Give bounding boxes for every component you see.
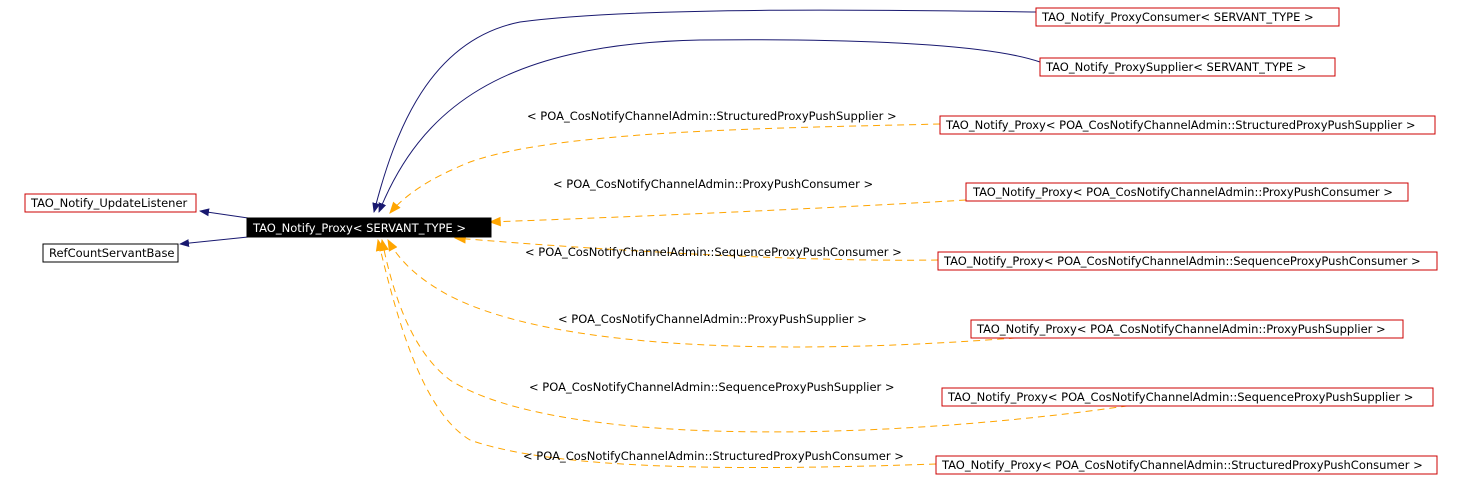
edge-proxy-consumer-to-focus <box>372 9 1037 213</box>
node-update-listener-label: TAO_Notify_UpdateListener <box>30 196 188 210</box>
label-push-supplier: < POA_CosNotifyChannelAdmin::ProxyPushSu… <box>558 312 867 326</box>
edge-structured-push-consumer-to-focus <box>375 238 937 469</box>
node-proxy-supplier-label: TAO_Notify_ProxySupplier< SERVANT_TYPE > <box>1045 60 1306 74</box>
node-structured-push-supplier[interactable]: TAO_Notify_Proxy< POA_CosNotifyChannelAd… <box>939 115 1436 135</box>
node-proxy-supplier[interactable]: TAO_Notify_ProxySupplier< SERVANT_TYPE > <box>1039 57 1336 77</box>
edge-sequence-push-consumer-to-focus <box>453 234 939 261</box>
node-proxy-consumer[interactable]: TAO_Notify_ProxyConsumer< SERVANT_TYPE > <box>1035 7 1340 27</box>
node-focus-label: TAO_Notify_Proxy< SERVANT_TYPE > <box>252 221 466 235</box>
node-structured-push-consumer[interactable]: TAO_Notify_Proxy< POA_CosNotifyChannelAd… <box>935 455 1438 475</box>
label-sequence-push-consumer: < POA_CosNotifyChannelAdmin::SequencePro… <box>525 245 902 259</box>
edge-push-consumer-to-focus <box>488 199 967 227</box>
node-push-consumer[interactable]: TAO_Notify_Proxy< POA_CosNotifyChannelAd… <box>965 182 1409 202</box>
inherit-edges <box>179 9 1041 248</box>
template-edges <box>375 123 1141 469</box>
node-focus: TAO_Notify_Proxy< SERVANT_TYPE > <box>246 217 492 238</box>
node-sequence-push-consumer-label: TAO_Notify_Proxy< POA_CosNotifyChannelAd… <box>943 254 1421 268</box>
node-sequence-push-supplier[interactable]: TAO_Notify_Proxy< POA_CosNotifyChannelAd… <box>941 387 1434 407</box>
node-push-consumer-label: TAO_Notify_Proxy< POA_CosNotifyChannelAd… <box>972 185 1393 199</box>
node-structured-push-supplier-label: TAO_Notify_Proxy< POA_CosNotifyChannelAd… <box>945 118 1415 132</box>
node-structured-push-consumer-label: TAO_Notify_Proxy< POA_CosNotifyChannelAd… <box>941 458 1423 472</box>
edge-sequence-push-supplier-to-focus <box>379 238 1141 433</box>
label-structured-push-consumer: < POA_CosNotifyChannelAdmin::StructuredP… <box>523 449 904 463</box>
label-sequence-push-supplier: < POA_CosNotifyChannelAdmin::SequencePro… <box>529 380 895 394</box>
node-sequence-push-consumer[interactable]: TAO_Notify_Proxy< POA_CosNotifyChannelAd… <box>937 251 1438 271</box>
node-update-listener[interactable]: TAO_Notify_UpdateListener <box>24 193 197 213</box>
label-structured-push-supplier: < POA_CosNotifyChannelAdmin::StructuredP… <box>527 109 897 123</box>
node-refcount-servant-base-label: RefCountServantBase <box>49 246 175 260</box>
node-push-supplier-label: TAO_Notify_Proxy< POA_CosNotifyChannelAd… <box>976 322 1386 336</box>
edge-proxy-supplier-to-focus <box>378 39 1041 213</box>
node-proxy-consumer-label: TAO_Notify_ProxyConsumer< SERVANT_TYPE > <box>1041 10 1314 24</box>
edge-labels: < POA_CosNotifyChannelAdmin::StructuredP… <box>523 109 904 463</box>
edge-push-supplier-to-focus <box>387 238 1041 348</box>
label-push-consumer: < POA_CosNotifyChannelAdmin::ProxyPushCo… <box>553 177 873 191</box>
edge-focus-to-update-listener <box>199 208 249 219</box>
edge-structured-push-supplier-to-focus <box>389 123 941 214</box>
node-sequence-push-supplier-label: TAO_Notify_Proxy< POA_CosNotifyChannelAd… <box>947 390 1413 404</box>
edge-focus-to-refcount-servant-base <box>179 236 249 248</box>
node-push-supplier[interactable]: TAO_Notify_Proxy< POA_CosNotifyChannelAd… <box>970 319 1404 339</box>
node-refcount-servant-base[interactable]: RefCountServantBase <box>42 243 179 263</box>
